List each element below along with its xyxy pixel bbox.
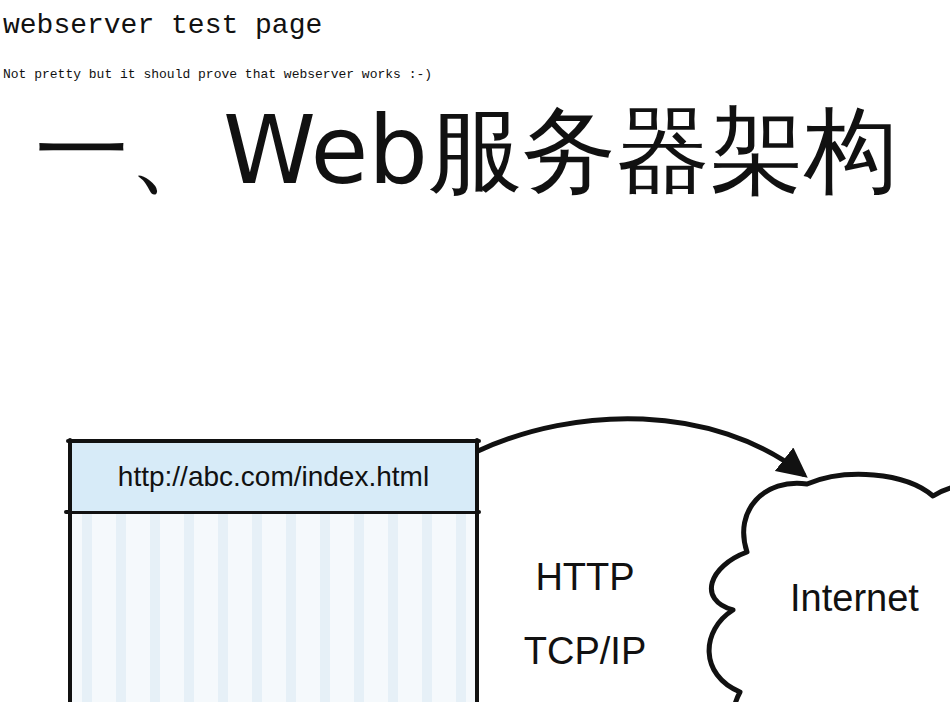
arrow-connector (478, 419, 803, 474)
section-heading: 一、Web服务器架构 (35, 92, 898, 210)
cloud-label: Internet (790, 576, 919, 622)
address-row (72, 442, 475, 512)
url-text: http://abc.com/index.html (118, 460, 429, 494)
note-text: Not pretty but it should prove that webs… (3, 66, 432, 84)
internet-cloud: Internet (695, 470, 950, 702)
browser-body (72, 514, 475, 702)
cloud-path (709, 474, 950, 702)
address-bar: http://abc.com/index.html (72, 443, 475, 511)
page-title: webserver test page (3, 9, 322, 43)
browser-edge (475, 440, 479, 702)
protocol-label: HTTP TCP/IP (505, 540, 665, 688)
